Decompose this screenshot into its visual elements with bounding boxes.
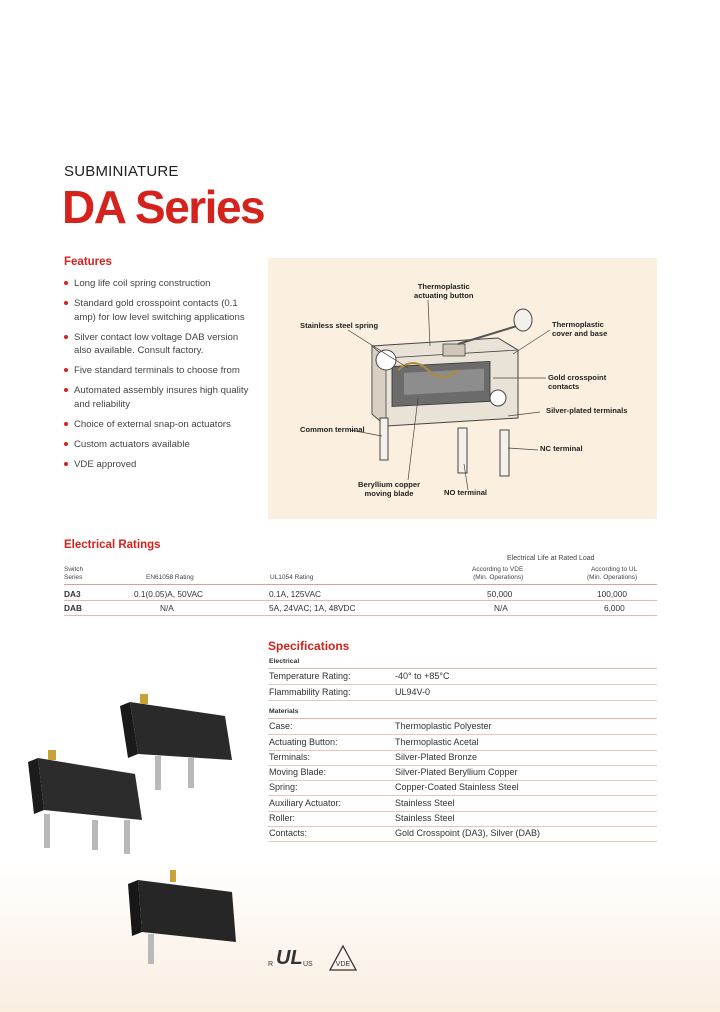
ul-mark: UL [276,947,303,969]
col-vde-life: According to VDE (Min. Operations) [472,566,524,581]
background-cream-fade [0,860,720,1012]
callout-nc-terminal: NC terminal [540,444,583,453]
spec-row: Flammability Rating: UL94V-0 [268,685,657,701]
col-ul1054: UL1054 Rating [270,574,314,581]
spec-rule [268,668,657,669]
callout-thermo-button: Thermoplastic actuating button [414,282,474,300]
vde-mark: VDE [336,961,351,968]
feature-item: Automated assembly insures high quality … [64,384,254,411]
col-ul-life: According to UL (Min. Operations) [587,566,638,581]
product-photo-switches [28,694,236,964]
callout-moving-blade: Beryllium copper moving blade [358,480,421,498]
spec-value: Copper-Coated Stainless Steel [395,782,519,792]
row-en: 0.1(0.05)A, 50VAC [134,589,204,599]
features-list: Long life coil spring construction Stand… [64,277,254,478]
feature-item: Silver contact low voltage DAB version a… [64,331,254,358]
spec-value: Stainless Steel [395,813,455,823]
row-ul-life: 100,000 [597,589,627,599]
col-en61058: EN61058 Rating [146,574,194,581]
spec-row: Moving Blade: Silver-Plated Beryllium Co… [268,765,657,781]
spec-row: Actuating Button: Thermoplastic Acetal [268,735,657,751]
callout-no-terminal: NO terminal [444,488,488,497]
feature-item: Long life coil spring construction [64,277,254,291]
row-vde: 50,000 [487,589,513,599]
spec-row: Spring: Copper-Coated Stainless Steel [268,780,657,796]
series-kicker: SUBMINIATURE [64,163,179,180]
spec-row: Temperature Rating: -40° to +85°C [268,669,657,685]
row-ul: 5A, 24VAC; 1A, 48VDC [269,603,356,613]
spec-row: Auxiliary Actuator: Stainless Steel [268,796,657,812]
vde-icon: VDE [328,944,358,971]
ul-recognized-mark: R UL US [265,947,315,973]
row-divider [64,600,657,601]
spec-value: Silver-Plated Beryllium Copper [395,767,518,777]
spec-rule [268,718,657,719]
spec-key: Contacts: [269,828,308,838]
feature-item: VDE approved [64,458,254,472]
callout-cover: Thermoplastic cover and base [552,320,608,338]
callout-common-terminal: Common terminal [300,425,365,434]
spec-value: Gold Crosspoint (DA3), Silver (DAB) [395,828,541,838]
spec-row: Contacts: Gold Crosspoint (DA3), Silver … [268,826,657,842]
cutaway-diagram: Thermoplastic actuating button Stainless… [268,258,657,519]
spec-key: Actuating Button: [269,737,338,747]
col-switch-series: Switch Series [64,566,84,581]
spec-row: Case: Thermoplastic Polyester [268,719,657,735]
spec-value: Silver-Plated Bronze [395,752,478,762]
spec-materials-label: Materials [269,708,299,715]
spec-key: Flammability Rating: [269,687,351,697]
spec-value: Thermoplastic Acetal [395,737,479,747]
row-vde: N/A [494,603,508,613]
spec-key: Roller: [269,813,296,823]
row-series: DAB [64,603,82,613]
page-title: DA Series [62,181,266,233]
life-header: Electrical Life at Rated Load [507,555,595,562]
ul-r-glyph: R [268,961,274,968]
feature-item: Custom actuators available [64,438,254,452]
callout-spring: Stainless steel spring [300,321,379,330]
spec-key: Case: [269,721,293,731]
features-heading: Features [64,256,112,268]
spec-electrical-label: Electrical [269,658,300,665]
row-series: DA3 [64,589,81,599]
row-ul: 0.1A, 125VAC [269,589,321,599]
spec-key: Temperature Rating: [269,671,351,681]
spec-key: Auxiliary Actuator: [269,798,342,808]
callout-gold-contacts: Gold crosspoint contacts [548,373,607,391]
callout-silver-terminals: Silver-plated terminals [546,406,628,415]
spec-row: Terminals: Silver-Plated Bronze [268,750,657,766]
specifications-heading: Specifications [268,639,350,653]
switch-photo-top [120,694,232,790]
feature-item: Choice of external snap-on actuators [64,418,254,432]
spec-key: Spring: [269,782,298,792]
electrical-ratings-heading: Electrical Ratings [64,539,161,551]
feature-item: Standard gold crosspoint contacts (0.1 a… [64,297,254,324]
spec-key: Terminals: [269,752,311,762]
ul-us-glyph: US [303,961,313,968]
spec-row: Roller: Stainless Steel [268,811,657,827]
row-divider [64,615,657,616]
row-en: N/A [160,603,174,613]
switch-photo-middle [28,750,142,854]
switch-cutaway-illustration [347,299,551,491]
table-rule [64,584,657,585]
switch-photo-bottom [128,870,236,964]
spec-value: -40° to +85°C [395,671,450,681]
row-ul-life: 6,000 [604,603,625,613]
spec-value: UL94V-0 [395,687,431,697]
spec-key: Moving Blade: [269,767,327,777]
spec-value: Thermoplastic Polyester [395,721,492,731]
spec-value: Stainless Steel [395,798,455,808]
feature-item: Five standard terminals to choose from [64,364,254,378]
